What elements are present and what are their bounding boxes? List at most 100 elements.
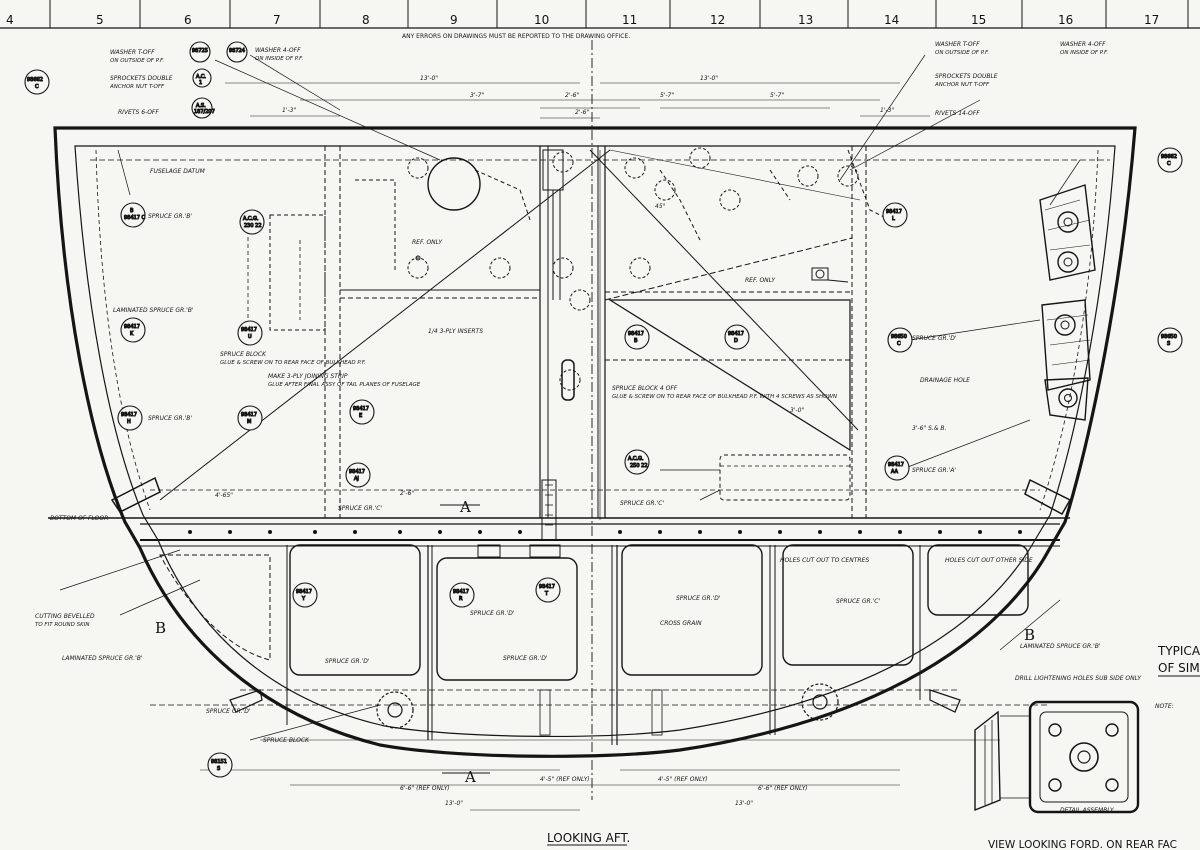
dim-label: 5'-7"	[660, 92, 674, 99]
inset-detail	[974, 700, 1140, 814]
svg-text:98417: 98417	[349, 469, 365, 475]
svg-text:S: S	[1167, 341, 1170, 347]
note-spruce-b: SPRUCE GR.'B'	[148, 213, 192, 220]
dim-label: 2'-6"	[575, 109, 589, 116]
svg-text:98417: 98417	[241, 412, 257, 418]
grid-number: 15	[971, 13, 986, 27]
caption-looking-aft: LOOKING AFT.	[547, 831, 630, 845]
note-spruce-d2: SPRUCE GR.'D'	[912, 335, 957, 342]
svg-text:S: S	[217, 766, 220, 772]
note-cross-grain: CROSS GRAIN	[660, 620, 702, 627]
note-spruce-block-3: SPRUCE BLOCK	[263, 737, 310, 744]
svg-text:K: K	[130, 331, 134, 337]
note-right: NOTE:	[1155, 703, 1174, 710]
svg-text:B: B	[130, 208, 134, 214]
note-cutting-sub: TO FIT ROUND SKIN	[35, 622, 89, 628]
svg-text:98662: 98662	[27, 77, 43, 83]
dim-label: 13'-0"	[700, 75, 718, 82]
svg-text:98417: 98417	[886, 209, 902, 215]
note-spruce-c3: SPRUCE GR.'C'	[836, 598, 880, 605]
svg-text:1: 1	[199, 80, 202, 86]
caption-typical: TYPICA	[1157, 644, 1200, 658]
svg-text:98417: 98417	[241, 327, 257, 333]
note-drill-holes: DRILL LIGHTENING HOLES SUB SIDE ONLY	[1015, 675, 1142, 682]
note-make-3-ply: MAKE 3-PLY JOINING STRIP	[268, 373, 348, 380]
grid-number: 6	[184, 13, 192, 27]
note-spruce-d5: SPRUCE GR.'D'	[470, 610, 515, 617]
grid-number: 7	[273, 13, 281, 27]
svg-text:C: C	[897, 341, 901, 347]
grid-number: 14	[884, 13, 899, 27]
note-laminated: LAMINATED SPRUCE GR.'B'	[113, 307, 194, 314]
svg-text:98725: 98725	[192, 48, 208, 54]
note-drainage: DRAINAGE HOLE	[920, 377, 970, 384]
note-laminated-3: LAMINATED SPRUCE GR.'B'	[1020, 643, 1101, 650]
note-ref-only: REF. ONLY	[412, 239, 443, 246]
grid-number: 5	[96, 13, 104, 27]
note-fuselage-datum: FUSELAGE DATUM	[150, 168, 206, 175]
dim-label: 13'-0"	[445, 800, 463, 807]
bolt-rosettes	[376, 683, 839, 729]
dim-label: 3'-6" S.& B.	[912, 425, 947, 432]
note-spruce-d: SPRUCE GR.'D'	[206, 708, 251, 715]
svg-text:A.C.G.: A.C.G.	[628, 456, 644, 462]
svg-text:Y: Y	[301, 596, 306, 602]
svg-text:98724: 98724	[229, 48, 245, 54]
svg-text:98417: 98417	[539, 584, 555, 590]
note-sprocket-r: SPROCKETS DOUBLE	[935, 73, 998, 80]
dim-label: 4'-5" (REF ONLY)	[540, 776, 590, 783]
note-spruce-c: SPRUCE GR.'C'	[338, 505, 382, 512]
svg-text:AA: AA	[891, 469, 899, 475]
part-bubble: A.C.G.250 22	[624, 449, 650, 475]
note-sprocket: SPROCKETS DOUBLE	[110, 75, 173, 82]
dim-label: 5'-7"	[770, 92, 784, 99]
dim-label: 1'-3"	[880, 107, 894, 114]
dim-label: 3'-0"	[790, 407, 804, 414]
svg-text:E: E	[359, 413, 362, 419]
leader-lines	[59, 54, 1081, 741]
svg-text:98417: 98417	[628, 331, 644, 337]
section-mark: A	[459, 498, 471, 516]
grid-number: 16	[1058, 13, 1073, 27]
note-spruce-block-sub: GLUE & SCREW ON TO REAR FACE OF BULKHEAD…	[220, 360, 366, 366]
svg-text:D: D	[734, 338, 738, 344]
svg-text:230 22: 230 22	[244, 223, 262, 229]
dim-label: 13'-0"	[735, 800, 753, 807]
svg-text:C: C	[1167, 161, 1171, 167]
dim-label: 3'-7"	[470, 92, 484, 99]
dim-label: 6'-6" (REF ONLY)	[758, 785, 808, 792]
note-ply-insert: 1/4 3-PLY INSERTS	[428, 328, 483, 335]
header-notice: ANY ERRORS ON DRAWINGS MUST BE REPORTED …	[402, 33, 630, 40]
svg-text:C: C	[35, 84, 39, 90]
svg-text:A.S.: A.S.	[196, 103, 206, 109]
note-sprocket-sub: ANCHOR NUT T-OFF	[109, 84, 165, 90]
note-washer: WASHER T-OFF	[110, 49, 155, 56]
note-cutting: CUTTING BEVELLED	[35, 613, 95, 620]
note-spruce-c2: SPRUCE GR.'C'	[620, 500, 664, 507]
svg-text:98417: 98417	[124, 324, 140, 330]
svg-text:AJ: AJ	[354, 476, 359, 482]
grid-number: 11	[622, 13, 637, 27]
note-rivets-r: RIVETS 14-OFF	[935, 110, 980, 117]
part-bubble: A.S.187/207	[191, 97, 215, 119]
dim-label: 2'-6"	[565, 92, 579, 99]
svg-text:M: M	[247, 419, 251, 425]
section-mark: A	[464, 768, 476, 786]
upper-framework	[90, 40, 1110, 800]
part-bubble: A.C.G.230 22	[239, 209, 265, 235]
